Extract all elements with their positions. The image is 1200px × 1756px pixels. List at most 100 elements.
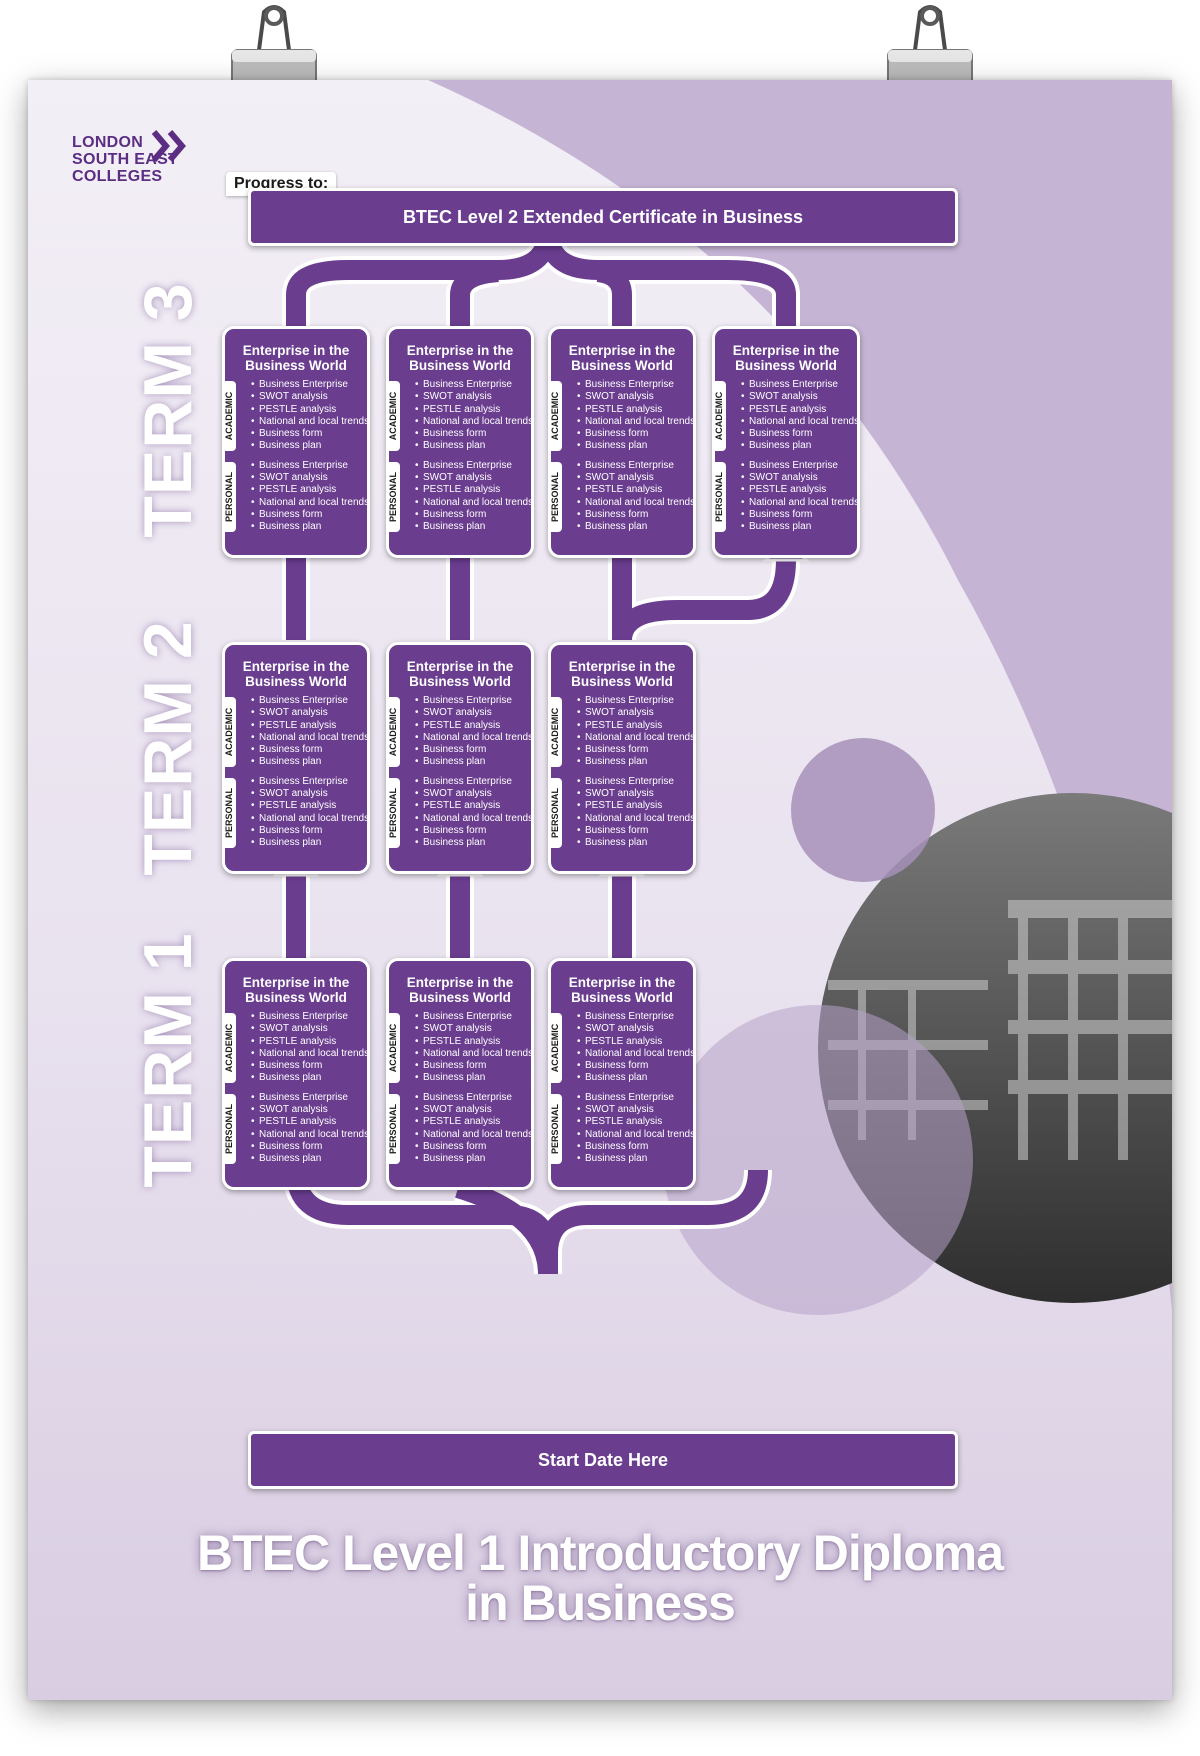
personal-tab: PERSONAL (222, 1093, 236, 1164)
topic-item: Business form (577, 1060, 693, 1073)
logo-line: COLLEGES (72, 168, 163, 185)
card-title: Enterprise in the Business World (732, 343, 840, 373)
topic-item: National and local trends (415, 497, 533, 510)
topic-item: National and local trends (415, 732, 533, 745)
topic-item: National and local trends (577, 416, 695, 429)
topic-item: Business form (577, 509, 693, 522)
personal-tab: PERSONAL (548, 461, 562, 532)
topic-item: SWOT analysis (251, 1104, 367, 1117)
academic-section: ACADEMIC Business Enterprise SWOT analys… (222, 1011, 369, 1085)
personal-tab: PERSONAL (386, 461, 400, 532)
academic-tab: ACADEMIC (222, 1013, 236, 1083)
topic-item: Business plan (251, 1072, 367, 1085)
topic-item: SWOT analysis (415, 472, 531, 485)
topic-item: National and local trends (415, 813, 533, 826)
topic-item: PESTLE analysis (251, 404, 367, 417)
card-title: Enterprise in the Business World (242, 343, 350, 373)
personal-section: PERSONAL Business Enterprise SWOT analys… (548, 776, 695, 850)
topic-item: PESTLE analysis (415, 404, 531, 417)
academic-section: ACADEMIC Business Enterprise SWOT analys… (548, 379, 695, 453)
topic-item: Business plan (251, 1153, 367, 1166)
personal-section: PERSONAL Business Enterprise SWOT analys… (548, 460, 695, 534)
card-title: Enterprise in the Business World (242, 975, 350, 1005)
topic-item: National and local trends (415, 1048, 533, 1061)
topic-item: SWOT analysis (415, 788, 531, 801)
topic-item: PESTLE analysis (415, 484, 531, 497)
topic-item: PESTLE analysis (251, 1116, 367, 1129)
card-title: Enterprise in the Business World (568, 343, 676, 373)
module-card-term2-2: Enterprise in the Business World ACADEMI… (386, 642, 534, 874)
topic-item: PESTLE analysis (415, 1036, 531, 1049)
academic-tab: ACADEMIC (712, 381, 726, 451)
topic-item: National and local trends (577, 1129, 695, 1142)
card-title: Enterprise in the Business World (406, 343, 514, 373)
personal-tab: PERSONAL (548, 777, 562, 848)
academic-section: ACADEMIC Business Enterprise SWOT analys… (548, 1011, 695, 1085)
topic-item: SWOT analysis (251, 788, 367, 801)
academic-tab: ACADEMIC (222, 381, 236, 451)
topic-item: SWOT analysis (415, 1104, 531, 1117)
topic-item: Business form (741, 509, 857, 522)
topic-item: Business form (577, 428, 693, 441)
topic-item: PESTLE analysis (577, 1116, 693, 1129)
module-card-term2-3: Enterprise in the Business World ACADEMI… (548, 642, 696, 874)
topic-item: PESTLE analysis (251, 720, 367, 733)
topic-item: PESTLE analysis (741, 484, 857, 497)
topic-item: Business form (415, 744, 531, 757)
module-card-term3-2: Enterprise in the Business World ACADEMI… (386, 326, 534, 558)
academic-tab: ACADEMIC (386, 381, 400, 451)
topic-item: Business Enterprise (577, 776, 693, 789)
topic-item: National and local trends (577, 732, 695, 745)
module-card-term1-1: Enterprise in the Business World ACADEMI… (222, 958, 370, 1190)
module-card-term1-3: Enterprise in the Business World ACADEMI… (548, 958, 696, 1190)
topic-item: Business form (415, 1141, 531, 1154)
topic-item: PESTLE analysis (577, 484, 693, 497)
academic-section: ACADEMIC Business Enterprise SWOT analys… (712, 379, 859, 453)
topic-item: National and local trends (251, 1048, 369, 1061)
topic-item: SWOT analysis (415, 707, 531, 720)
topic-item: Business plan (415, 521, 531, 534)
progress-destination-banner: BTEC Level 2 Extended Certificate in Bus… (248, 188, 958, 246)
logo-line: LONDON (72, 134, 144, 151)
topic-item: National and local trends (251, 732, 369, 745)
academic-section: ACADEMIC Business Enterprise SWOT analys… (386, 695, 533, 769)
topic-item: Business plan (415, 1072, 531, 1085)
topic-item: Business form (251, 1141, 367, 1154)
topic-item: Business Enterprise (251, 776, 367, 789)
topic-item: Business form (251, 825, 367, 838)
topic-item: Business form (251, 744, 367, 757)
topic-item: Business plan (415, 440, 531, 453)
topic-item: Business Enterprise (577, 460, 693, 473)
topic-item: PESTLE analysis (577, 404, 693, 417)
topic-item: PESTLE analysis (415, 720, 531, 733)
topic-item: Business Enterprise (415, 460, 531, 473)
topic-item: Business form (415, 509, 531, 522)
personal-tab: PERSONAL (222, 461, 236, 532)
academic-tab: ACADEMIC (548, 697, 562, 767)
topic-item: Business form (577, 1141, 693, 1154)
academic-section: ACADEMIC Business Enterprise SWOT analys… (222, 379, 369, 453)
academic-section: ACADEMIC Business Enterprise SWOT analys… (386, 379, 533, 453)
topic-item: PESTLE analysis (251, 484, 367, 497)
topic-item: National and local trends (741, 497, 859, 510)
topic-item: National and local trends (741, 416, 859, 429)
personal-tab: PERSONAL (712, 461, 726, 532)
personal-section: PERSONAL Business Enterprise SWOT analys… (386, 460, 533, 534)
topic-item: Business Enterprise (415, 1011, 531, 1024)
topic-item: Business plan (251, 837, 367, 850)
topic-item: National and local trends (577, 813, 695, 826)
module-card-term3-1: Enterprise in the Business World ACADEMI… (222, 326, 370, 558)
background-shapes (428, 80, 1172, 1315)
card-title: Enterprise in the Business World (568, 659, 676, 689)
topic-item: Business plan (577, 1153, 693, 1166)
academic-section: ACADEMIC Business Enterprise SWOT analys… (386, 1011, 533, 1085)
topic-item: SWOT analysis (577, 472, 693, 485)
topic-item: Business plan (741, 521, 857, 534)
topic-item: SWOT analysis (577, 1023, 693, 1036)
module-card-term3-3: Enterprise in the Business World ACADEMI… (548, 326, 696, 558)
topic-item: Business plan (415, 756, 531, 769)
topic-item: Business plan (577, 1072, 693, 1085)
personal-tab: PERSONAL (222, 777, 236, 848)
academic-tab: ACADEMIC (222, 697, 236, 767)
topic-item: Business Enterprise (577, 379, 693, 392)
